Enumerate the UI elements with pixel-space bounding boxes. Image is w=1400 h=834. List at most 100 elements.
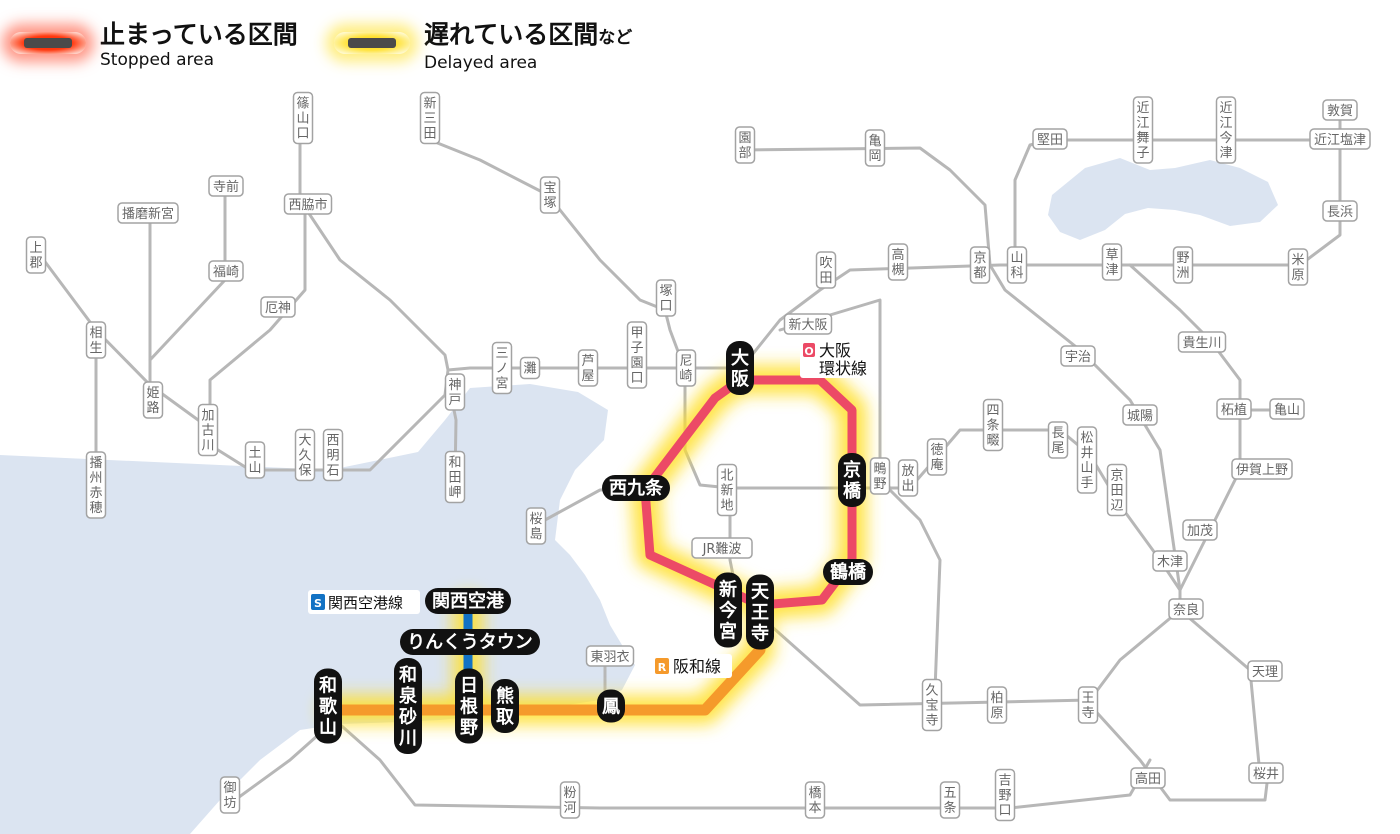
station-box	[208, 175, 244, 197]
station-tsukaguchi: 塚口	[655, 279, 677, 317]
station-jrnamba: JR難波	[691, 537, 753, 559]
station-name: 上郡	[29, 241, 42, 271]
station-box	[260, 296, 296, 318]
station-name: 伊賀上野	[1236, 463, 1288, 478]
station-name: 山科	[1010, 251, 1023, 281]
legend-stopped: 止まっている区間 Stopped area	[10, 20, 298, 70]
station-name: 柏原	[990, 691, 1003, 721]
station-banshuako: 播州赤穂	[85, 451, 107, 519]
station-kokawa: 粉河	[559, 781, 581, 819]
loop-badge: O 大阪 環状線	[800, 338, 872, 378]
station-box	[939, 781, 961, 819]
station-name: 西明石	[326, 434, 339, 479]
station-kakogawa: 加古川	[197, 403, 219, 457]
station-nagao: 長尾	[1047, 421, 1069, 459]
station-name: 播磨新宮	[122, 206, 174, 222]
station-box	[864, 129, 886, 167]
station-name: 吉野口	[998, 774, 1011, 819]
station-name: 五条	[943, 786, 956, 816]
station-yoshinoguchi: 吉野口	[994, 768, 1016, 822]
station-name: 新今宮	[719, 579, 738, 643]
station-pill	[602, 475, 670, 501]
station-box	[1101, 243, 1123, 281]
station-tsuge: 柘植	[1216, 398, 1252, 420]
station-name: 園部	[738, 131, 751, 161]
station-name: 木津	[1157, 555, 1183, 570]
station-hineno: 日根野	[455, 668, 483, 744]
station-kashiwara: 柏原	[986, 686, 1008, 724]
station-tenri: 天理	[1247, 660, 1283, 682]
station-box	[1322, 99, 1358, 121]
station-name: 米原	[1291, 253, 1304, 283]
loop-badge-letter: O	[804, 345, 813, 358]
station-nishiakashi: 西明石	[322, 428, 344, 482]
station-kusatsu: 草津	[1101, 243, 1123, 281]
station-pill	[714, 572, 742, 648]
station-name: 鶴橋	[830, 561, 867, 583]
station-yasu: 野洲	[1172, 246, 1194, 284]
station-kyobashi: 京橋	[838, 453, 866, 507]
station-name: 加茂	[1187, 524, 1213, 539]
station-box	[1060, 345, 1096, 367]
station-box	[897, 459, 919, 497]
station-nara: 奈良	[1168, 598, 1204, 620]
station-name: 天王寺	[751, 582, 770, 645]
station-name: 徳庵	[930, 443, 943, 473]
station-box	[626, 321, 648, 389]
station-kyuhoji: 久宝寺	[921, 678, 943, 732]
station-otori: 鳳	[597, 689, 625, 723]
station-box	[292, 91, 314, 145]
station-box	[675, 349, 697, 387]
station-name: 京田辺	[1110, 469, 1123, 514]
station-box	[1216, 398, 1252, 420]
station-name: 城陽	[1127, 409, 1153, 424]
station-name: 西脇市	[288, 197, 327, 213]
station-box	[197, 403, 219, 457]
station-igaueno: 伊賀上野	[1231, 458, 1293, 480]
station-takada: 高田	[1130, 767, 1166, 789]
station-joyo: 城陽	[1122, 404, 1158, 426]
station-name: 貴生川	[1182, 336, 1221, 351]
station-box	[1006, 246, 1028, 284]
station-name: 尼崎	[679, 354, 692, 384]
station-box	[1215, 96, 1237, 164]
station-kix: 関西空港	[425, 588, 511, 614]
stopped-swatch	[10, 32, 86, 54]
legend-delayed-suffix: など	[598, 28, 633, 48]
station-okubo: 大久保	[294, 428, 316, 482]
station-name: 播州赤穂	[89, 456, 102, 516]
station-nishikujo: 西九条	[602, 475, 670, 501]
station-box	[1287, 248, 1309, 286]
station-box	[1047, 421, 1069, 459]
station-suita: 吹田	[815, 251, 837, 289]
station-name: 灘	[523, 362, 536, 377]
station-name: 近江塩津	[1314, 133, 1366, 148]
station-pill	[823, 559, 873, 585]
station-name: 土山	[248, 446, 261, 476]
station-shijonawate2: 徳庵	[926, 438, 948, 476]
station-box	[208, 260, 244, 282]
station-kizu: 木津	[1152, 550, 1188, 572]
station-shinsanda: 新三田	[419, 91, 441, 145]
station-box	[1076, 426, 1098, 494]
station-box	[1077, 686, 1099, 724]
station-name: 芦屋	[581, 354, 594, 384]
station-teramae: 寺前	[208, 175, 244, 197]
station-name: 敦賀	[1327, 103, 1353, 119]
station-box	[691, 537, 753, 559]
station-katata: 堅田	[1032, 128, 1068, 150]
station-name: 和田岬	[448, 456, 461, 501]
station-hashimoto: 橋本	[804, 781, 826, 819]
station-name: 篠山口	[296, 97, 309, 142]
station-pill	[314, 668, 342, 744]
station-name: 京橋	[843, 459, 862, 502]
station-kamigori: 上郡	[25, 236, 47, 274]
station-rinku: りんくうタウン	[400, 629, 540, 655]
station-kyotanabe: 京田辺	[1106, 463, 1128, 517]
station-pill	[425, 588, 511, 614]
station-name: 松井山手	[1080, 431, 1093, 491]
station-shinosaka: 新大阪	[783, 313, 833, 335]
station-box	[294, 428, 316, 482]
station-box	[926, 438, 948, 476]
